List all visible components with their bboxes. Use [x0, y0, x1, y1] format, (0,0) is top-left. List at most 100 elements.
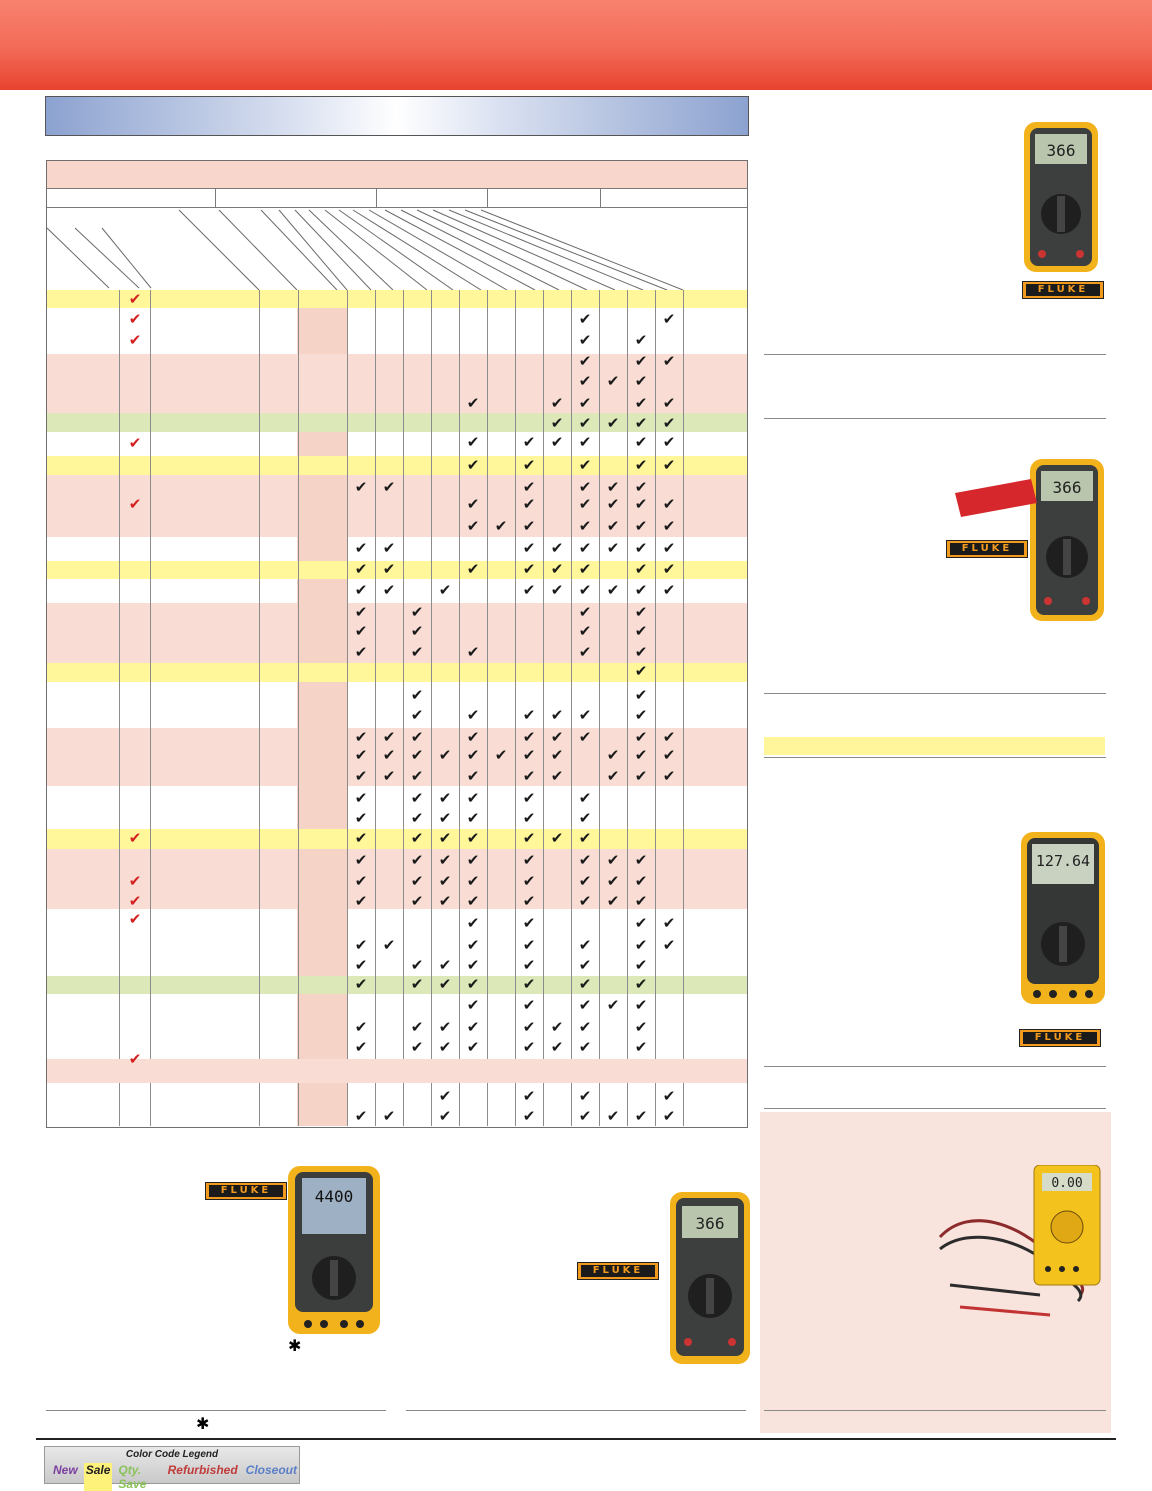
check-mark-icon: ✔	[634, 996, 648, 1014]
check-mark-icon: ✔	[550, 560, 564, 578]
table-header-band	[47, 161, 747, 189]
check-mark-icon: ✔	[382, 728, 396, 746]
check-mark-icon: ✔	[466, 433, 480, 451]
check-mark-icon: ✔	[634, 414, 648, 432]
check-mark-icon: ✔	[410, 809, 424, 827]
check-mark-icon: ✔	[354, 829, 368, 847]
check-mark-icon: ✔	[410, 851, 424, 869]
table-row-band	[47, 308, 747, 354]
check-mark-icon: ✔	[634, 478, 648, 496]
table-column-divider	[655, 1083, 656, 1126]
footer-rule	[36, 1438, 1116, 1440]
check-mark-icon: ✔	[634, 331, 648, 349]
check-mark-icon: ✔	[550, 767, 564, 785]
check-mark-icon: ✔	[634, 975, 648, 993]
check-mark-icon: ✔	[466, 643, 480, 661]
table-price-column-band	[297, 475, 347, 537]
check-mark-icon: ✔	[382, 746, 396, 764]
table-row-band	[47, 1083, 747, 1126]
check-mark-icon: ✔	[354, 603, 368, 621]
table-column-divider	[119, 290, 120, 1059]
meter-6-display: 0.00	[1051, 1176, 1082, 1191]
table-column-divider	[150, 290, 151, 1059]
check-mark-icon: ✔	[634, 1018, 648, 1036]
check-mark-icon: ✔	[466, 872, 480, 890]
check-mark-icon: ✔	[438, 975, 452, 993]
check-mark-icon: ✔	[410, 892, 424, 910]
table-group-row	[47, 188, 747, 208]
multimeter-image-5: 366	[670, 1192, 750, 1364]
fluke-logo-3: FLUKE	[1019, 1029, 1101, 1047]
check-mark-icon: ✔	[382, 581, 396, 599]
top-banner	[0, 0, 1152, 90]
check-mark-icon: ✔	[354, 936, 368, 954]
check-mark-icon: ✔	[466, 829, 480, 847]
meter-1-display: 366	[1047, 141, 1076, 160]
table-price-column-band	[297, 786, 347, 829]
check-mark-icon: ✔	[578, 643, 592, 661]
check-mark-icon: ✔	[634, 662, 648, 680]
check-mark-icon: ✔	[662, 581, 676, 599]
table-price-column-band	[297, 537, 347, 561]
check-mark-icon: ✔	[522, 851, 536, 869]
check-mark-icon: ✔	[128, 290, 142, 308]
table-column-divider	[259, 1083, 260, 1126]
check-mark-icon: ✔	[522, 1018, 536, 1036]
table-column-divider	[571, 290, 572, 1059]
check-mark-icon: ✔	[438, 581, 452, 599]
legend-title: Color Code Legend	[125, 1449, 219, 1460]
check-mark-icon: ✔	[410, 789, 424, 807]
check-mark-icon: ✔	[382, 936, 396, 954]
check-mark-icon: ✔	[606, 581, 620, 599]
table-column-divider	[431, 290, 432, 1059]
check-mark-icon: ✔	[466, 996, 480, 1014]
divider-3	[764, 693, 1106, 694]
check-mark-icon: ✔	[522, 809, 536, 827]
check-mark-icon: ✔	[522, 872, 536, 890]
check-mark-icon: ✔	[606, 414, 620, 432]
check-mark-icon: ✔	[634, 706, 648, 724]
sale-highlight-strip	[764, 737, 1105, 755]
meter-5-display: 366	[696, 1214, 725, 1233]
check-mark-icon: ✔	[662, 394, 676, 412]
check-mark-icon: ✔	[466, 767, 480, 785]
check-mark-icon: ✔	[662, 310, 676, 328]
table-price-column-band	[297, 728, 347, 786]
check-mark-icon: ✔	[634, 517, 648, 535]
check-mark-icon: ✔	[522, 539, 536, 557]
check-mark-icon: ✔	[606, 872, 620, 890]
check-mark-icon: ✔	[466, 809, 480, 827]
check-mark-icon: ✔	[578, 851, 592, 869]
check-mark-icon: ✔	[128, 829, 142, 847]
table-column-divider	[683, 290, 684, 1059]
check-mark-icon: ✔	[522, 746, 536, 764]
table-column-divider	[403, 1083, 404, 1126]
legend-closeout: Closeout	[245, 1463, 297, 1477]
check-mark-icon: ✔	[578, 581, 592, 599]
check-mark-icon: ✔	[354, 622, 368, 640]
check-mark-icon: ✔	[466, 936, 480, 954]
check-mark-icon: ✔	[662, 517, 676, 535]
check-mark-icon: ✔	[578, 331, 592, 349]
check-mark-icon: ✔	[662, 914, 676, 932]
check-mark-icon: ✔	[128, 331, 142, 349]
check-mark-icon: ✔	[354, 746, 368, 764]
table-column-divider	[403, 290, 404, 1059]
check-mark-icon: ✔	[466, 1018, 480, 1036]
check-mark-icon: ✔	[466, 560, 480, 578]
check-mark-icon: ✔	[578, 433, 592, 451]
check-mark-icon: ✔	[354, 1038, 368, 1056]
check-mark-icon: ✔	[522, 456, 536, 474]
check-mark-icon: ✔	[354, 975, 368, 993]
check-mark-icon: ✔	[578, 936, 592, 954]
table-column-divider	[627, 1083, 628, 1126]
legend-new: New	[53, 1463, 78, 1477]
check-mark-icon: ✔	[578, 872, 592, 890]
check-mark-icon: ✔	[578, 1107, 592, 1125]
check-mark-icon: ✔	[662, 936, 676, 954]
check-mark-icon: ✔	[578, 622, 592, 640]
check-mark-icon: ✔	[578, 809, 592, 827]
check-mark-icon: ✔	[578, 414, 592, 432]
table-column-divider	[543, 290, 544, 1059]
table-row-band	[47, 994, 747, 1059]
